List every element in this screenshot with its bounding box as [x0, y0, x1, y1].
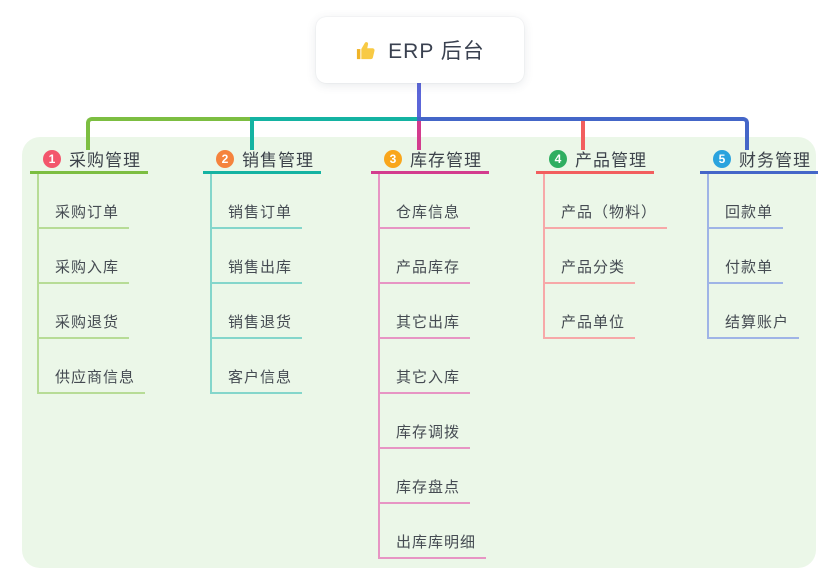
child-node[interactable]: 结算账户	[709, 284, 800, 339]
child-node[interactable]: 供应商信息	[39, 339, 146, 394]
child-label: 结算账户	[725, 314, 790, 331]
children-list: 回款单 付款单 结算账户	[707, 174, 800, 339]
connector-root-line	[417, 82, 421, 121]
child-node[interactable]: 产品库存	[380, 229, 471, 284]
child-label: 客户信息	[228, 369, 293, 386]
child-label: 仓库信息	[396, 204, 461, 221]
child-node[interactable]: 采购订单	[39, 174, 130, 229]
child-label: 供应商信息	[55, 369, 136, 386]
child-node[interactable]: 客户信息	[212, 339, 303, 394]
child-node[interactable]: 销售退货	[212, 284, 303, 339]
category-node[interactable]: 3 库存管理	[371, 146, 489, 174]
branch-column-2: 2 销售管理 销售订单 销售出库 销售退货 客户信息	[203, 146, 321, 394]
connector-branch-1	[86, 117, 250, 150]
category-node[interactable]: 4 产品管理	[536, 146, 654, 174]
children-list: 采购订单 采购入库 采购退货 供应商信息	[37, 174, 146, 394]
child-node[interactable]: 产品（物料）	[545, 174, 668, 229]
children-list: 产品（物料） 产品分类 产品单位	[543, 174, 668, 339]
child-label: 产品库存	[396, 259, 461, 276]
category-label: 产品管理	[575, 151, 647, 170]
root-label: ERP 后台	[388, 40, 485, 63]
child-label: 其它出库	[396, 314, 461, 331]
child-label: 产品单位	[561, 314, 626, 331]
child-label: 销售退货	[228, 314, 293, 331]
child-label: 销售出库	[228, 259, 293, 276]
child-label: 采购订单	[55, 204, 120, 221]
index-badge: 4	[549, 149, 567, 168]
child-node[interactable]: 出库库明细	[380, 504, 487, 559]
branch-column-4: 4 产品管理 产品（物料） 产品分类 产品单位	[536, 146, 668, 339]
connector-branch-2	[250, 117, 417, 150]
child-label: 采购入库	[55, 259, 120, 276]
child-node[interactable]: 回款单	[709, 174, 784, 229]
child-label: 付款单	[725, 259, 774, 276]
category-node[interactable]: 2 销售管理	[203, 146, 321, 174]
child-node[interactable]: 其它入库	[380, 339, 471, 394]
child-label: 库存盘点	[396, 479, 461, 496]
child-label: 库存调拨	[396, 424, 461, 441]
branch-column-3: 3 库存管理 仓库信息 产品库存 其它出库 其它入库 库存调拨 库存盘点 出库库…	[371, 146, 489, 559]
connector-branch-4	[581, 121, 585, 150]
child-node[interactable]: 销售出库	[212, 229, 303, 284]
children-list: 仓库信息 产品库存 其它出库 其它入库 库存调拨 库存盘点 出库库明细	[378, 174, 487, 559]
branches-panel	[22, 137, 816, 568]
connector-branch-3	[417, 121, 421, 150]
child-label: 销售订单	[228, 204, 293, 221]
root-node[interactable]: ERP 后台	[316, 17, 524, 83]
child-node[interactable]: 付款单	[709, 229, 784, 284]
branch-column-1: 1 采购管理 采购订单 采购入库 采购退货 供应商信息	[30, 146, 148, 394]
category-label: 采购管理	[69, 151, 141, 170]
child-label: 采购退货	[55, 314, 120, 331]
child-label: 产品分类	[561, 259, 626, 276]
child-node[interactable]: 其它出库	[380, 284, 471, 339]
child-node[interactable]: 产品单位	[545, 284, 636, 339]
child-node[interactable]: 库存盘点	[380, 449, 471, 504]
connector-branch-5	[417, 117, 749, 150]
branch-column-5: 5 财务管理 回款单 付款单 结算账户	[700, 146, 818, 339]
thumbs-up-icon	[355, 39, 378, 62]
children-list: 销售订单 销售出库 销售退货 客户信息	[210, 174, 303, 394]
index-badge: 5	[713, 149, 731, 168]
child-label: 产品（物料）	[561, 204, 658, 221]
category-label: 库存管理	[410, 151, 482, 170]
child-node[interactable]: 库存调拨	[380, 394, 471, 449]
index-badge: 3	[384, 149, 402, 168]
child-node[interactable]: 销售订单	[212, 174, 303, 229]
child-node[interactable]: 采购入库	[39, 229, 130, 284]
index-badge: 1	[43, 149, 61, 168]
child-label: 回款单	[725, 204, 774, 221]
child-label: 出库库明细	[396, 534, 477, 551]
child-node[interactable]: 产品分类	[545, 229, 636, 284]
category-label: 财务管理	[739, 151, 811, 170]
child-node[interactable]: 采购退货	[39, 284, 130, 339]
child-label: 其它入库	[396, 369, 461, 386]
category-node[interactable]: 5 财务管理	[700, 146, 818, 174]
category-label: 销售管理	[242, 151, 314, 170]
child-node[interactable]: 仓库信息	[380, 174, 471, 229]
index-badge: 2	[216, 149, 234, 168]
category-node[interactable]: 1 采购管理	[30, 146, 148, 174]
